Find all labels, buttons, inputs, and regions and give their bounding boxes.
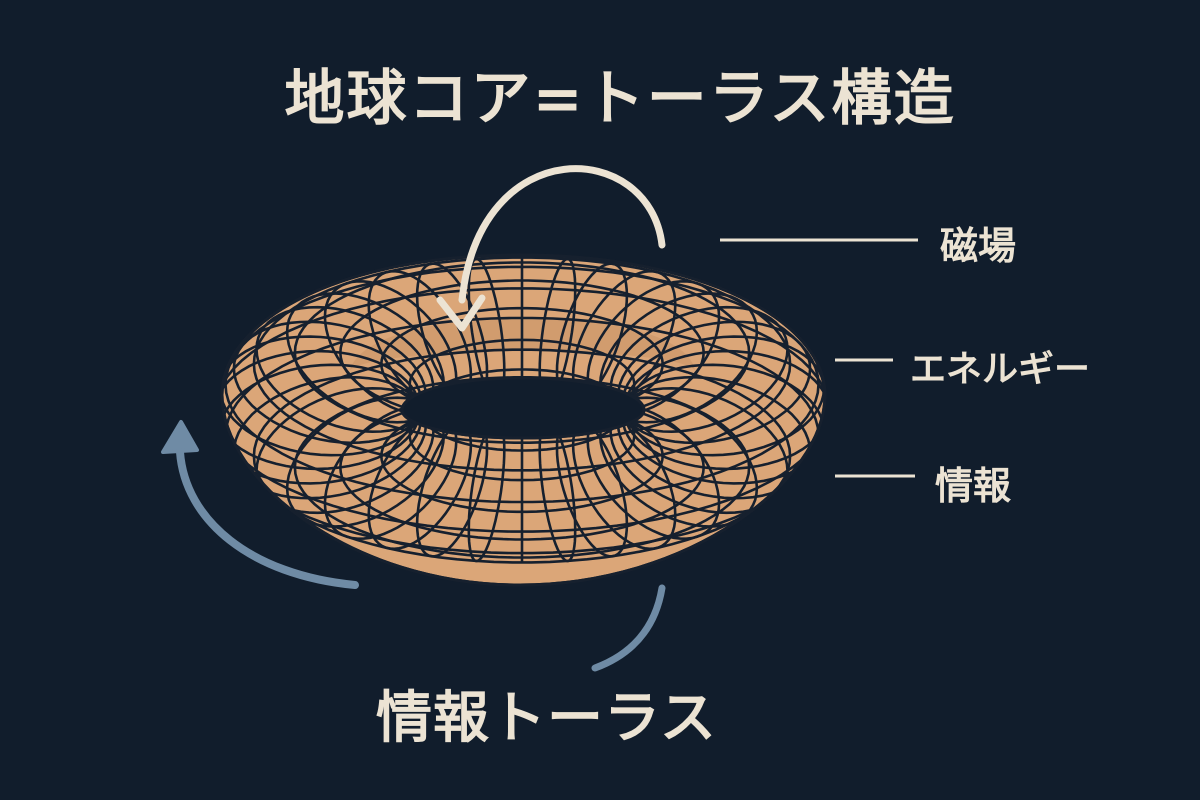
bottom-label: 情報トーラス: [376, 686, 717, 751]
torus-parallel-line: [293, 261, 751, 444]
torus-parallel-line: [222, 287, 825, 533]
left-arrow-curve: [176, 448, 359, 589]
top-arrow-curve: [458, 165, 666, 304]
label-magnetic-field: 磁場: [940, 224, 1017, 268]
torus-outline: [220, 253, 827, 587]
label-information: 情報: [935, 464, 1012, 508]
torus-hole: [400, 376, 646, 440]
left-arrowhead-icon: [161, 420, 199, 454]
diagram-title: 地球コア=トーラス構造: [284, 64, 956, 134]
bottom-curve: [591, 584, 666, 672]
torus-parallel-line: [252, 256, 792, 472]
label-energy: エネルギー: [910, 349, 1091, 390]
top-arrowhead-icon: [436, 294, 486, 332]
torus-parallel-line: [224, 265, 820, 504]
torus-parallel-line: [252, 348, 792, 564]
